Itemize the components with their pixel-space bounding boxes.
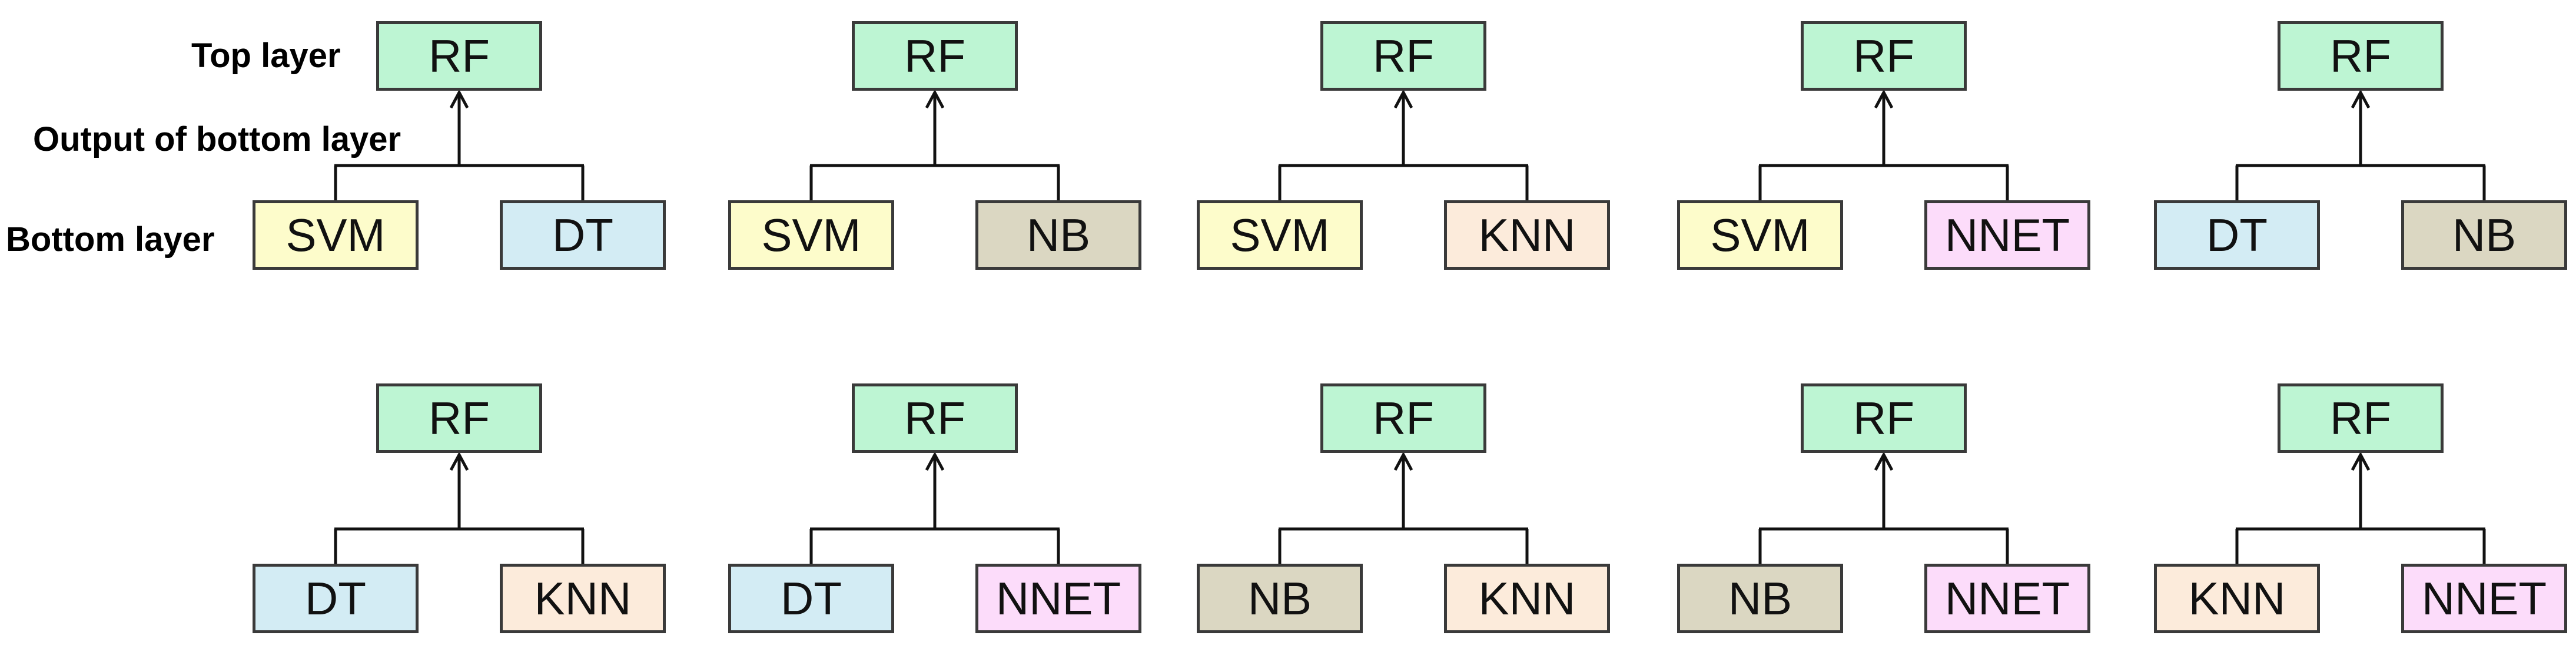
top-layer-box: RF: [852, 383, 1018, 453]
top-layer-box: RF: [1801, 383, 1967, 453]
top-layer-label: Top layer: [191, 37, 341, 75]
bottom-layer-left-box: NB: [1677, 564, 1843, 633]
top-layer-box: RF: [1320, 21, 1486, 91]
bottom-layer-right-box: NNET: [2401, 564, 2567, 633]
bottom-layer-right-box: NNET: [1924, 564, 2090, 633]
bottom-layer-label: Bottom layer: [6, 220, 215, 259]
bottom-layer-left-box: DT: [2154, 200, 2320, 270]
bottom-layer-left-box: DT: [728, 564, 894, 633]
bottom-layer-left-box: DT: [253, 564, 419, 633]
output-of-bottom-layer-label: Output of bottom layer: [33, 120, 401, 158]
arrow-head: [1393, 451, 1413, 471]
bottom-layer-left-box: NB: [1197, 564, 1363, 633]
arrow-head: [449, 451, 469, 471]
bottom-layer-right-box: NB: [2401, 200, 2567, 270]
bottom-layer-left-box: SVM: [253, 200, 419, 270]
bottom-layer-right-box: KNN: [500, 564, 666, 633]
bottom-layer-left-box: SVM: [1677, 200, 1843, 270]
top-layer-box: RF: [1801, 21, 1967, 91]
arrow-head: [1393, 89, 1413, 109]
bottom-layer-left-box: SVM: [1197, 200, 1363, 270]
arrow-head: [1874, 89, 1894, 109]
top-layer-box: RF: [376, 21, 542, 91]
bottom-layer-right-box: KNN: [1444, 200, 1610, 270]
arrow-head: [1874, 451, 1894, 471]
bottom-layer-right-box: NB: [975, 200, 1141, 270]
bottom-layer-right-box: DT: [500, 200, 666, 270]
top-layer-box: RF: [2278, 21, 2444, 91]
bottom-layer-left-box: KNN: [2154, 564, 2320, 633]
top-layer-box: RF: [852, 21, 1018, 91]
top-layer-box: RF: [376, 383, 542, 453]
top-layer-box: RF: [1320, 383, 1486, 453]
bottom-layer-right-box: NNET: [975, 564, 1141, 633]
arrow-head: [2351, 451, 2371, 471]
bottom-layer-right-box: NNET: [1924, 200, 2090, 270]
arrow-head: [2351, 89, 2371, 109]
arrow-head: [449, 89, 469, 109]
arrow-head: [925, 89, 945, 109]
top-layer-box: RF: [2278, 383, 2444, 453]
arrow-head: [925, 451, 945, 471]
bottom-layer-left-box: SVM: [728, 200, 894, 270]
bottom-layer-right-box: KNN: [1444, 564, 1610, 633]
